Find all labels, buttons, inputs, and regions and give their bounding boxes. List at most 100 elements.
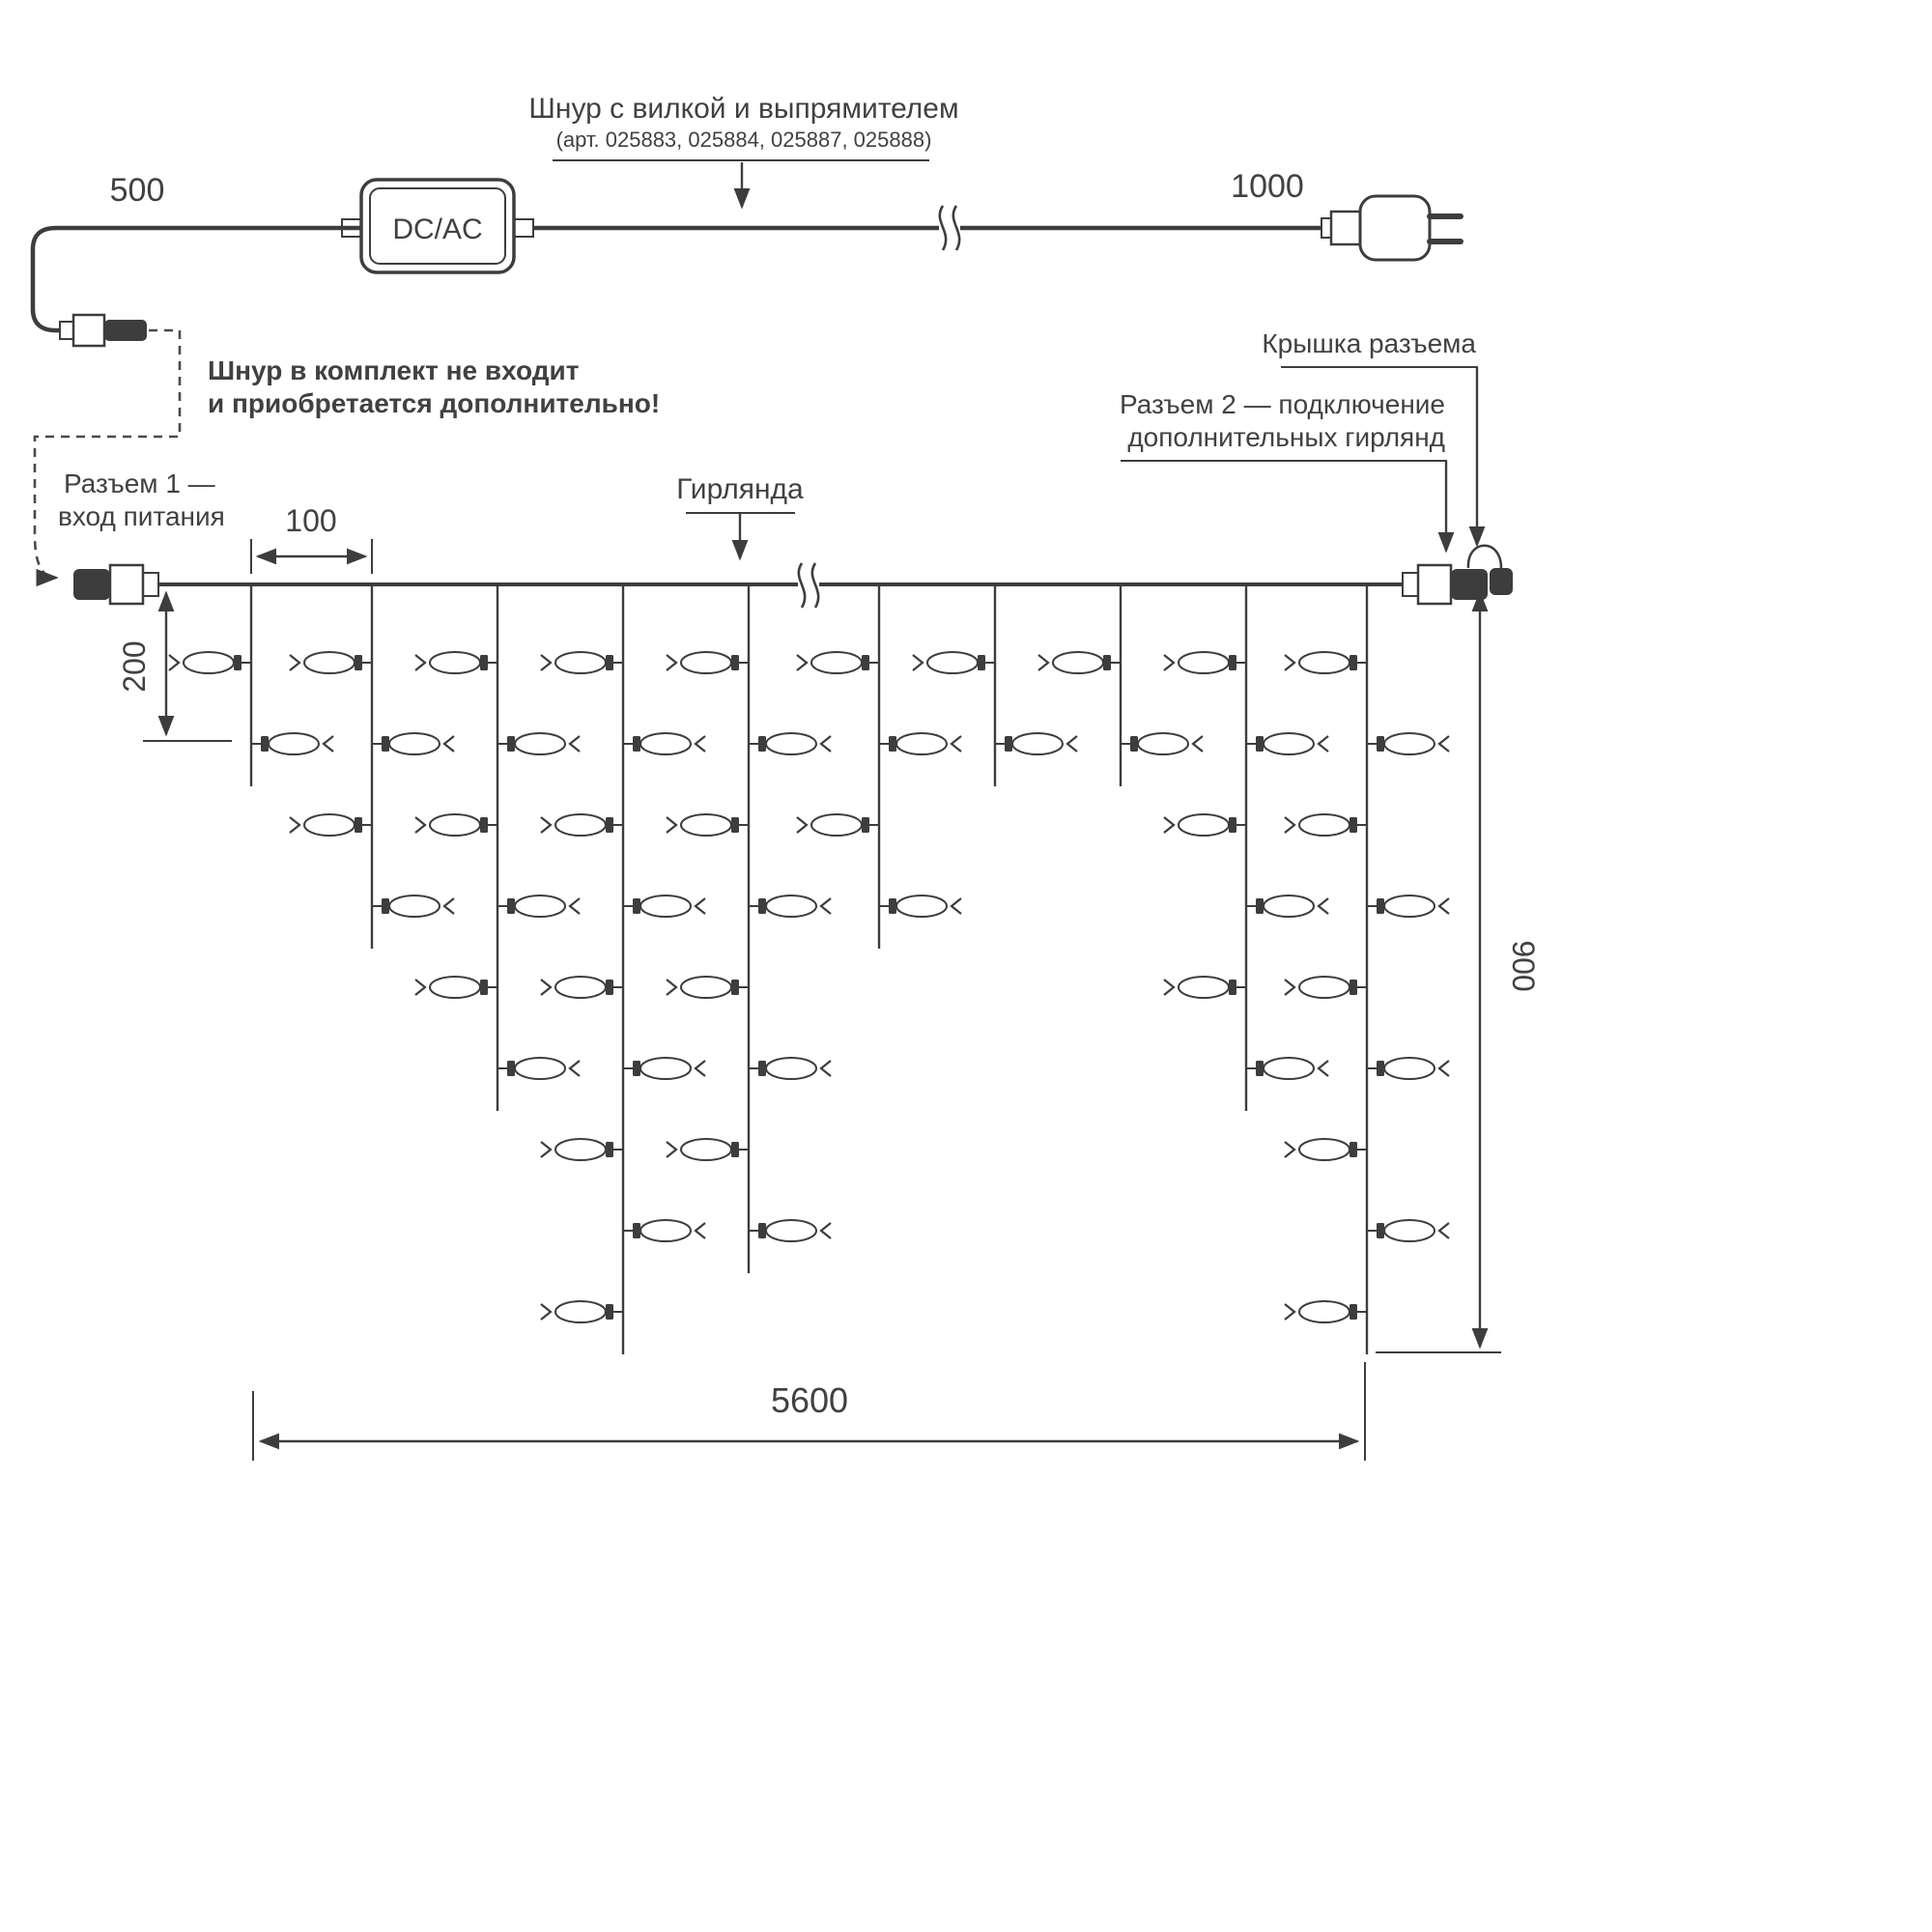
lamp-icon	[497, 895, 581, 918]
note-not-included: Шнур в комплект не входит и приобретаетс…	[208, 355, 660, 418]
cord-title-callout: Шнур с вилкой и выпрямителем (арт. 02588…	[528, 93, 959, 210]
garland-drop	[666, 584, 832, 1273]
garland-drop	[1284, 584, 1450, 1354]
dim-1000-label: 1000	[1231, 168, 1304, 205]
cap-label: Крышка разъема	[1262, 328, 1476, 358]
dim-500-label: 500	[110, 172, 165, 209]
lamp-icon	[623, 1057, 706, 1080]
garland-drop	[1037, 584, 1204, 786]
lamp-icon	[623, 895, 706, 918]
lamp-icon	[666, 976, 749, 999]
lamp-icon	[1163, 651, 1246, 674]
cord-output-connector-icon	[59, 313, 147, 348]
converter-inner	[369, 187, 506, 265]
connector1-label-line2: вход питания	[58, 501, 225, 531]
lamp-icon	[497, 1057, 581, 1080]
garland-assembly	[73, 544, 1513, 1354]
garland-label: Гирлянда	[676, 473, 804, 505]
lamp-icon	[749, 895, 832, 918]
callout-cap: Крышка разъема	[1262, 328, 1486, 548]
garland-drop	[289, 584, 455, 949]
lamp-icon	[1284, 813, 1367, 837]
dimension-100: 100	[250, 503, 373, 574]
lamp-icon	[749, 732, 832, 755]
note-line-2: и приобретается дополнительно!	[208, 388, 660, 418]
cord-articles: (арт. 025883, 025884, 025887, 025888)	[556, 128, 932, 152]
lamp-icon	[251, 732, 334, 755]
lamp-icon	[623, 732, 706, 755]
lamp-icon	[1163, 976, 1246, 999]
callout-garland: Гирлянда	[676, 473, 804, 561]
lamp-icon	[540, 1138, 623, 1161]
lamp-icon	[1246, 895, 1329, 918]
dimension-5600: 5600	[252, 1362, 1366, 1461]
lamp-icon	[749, 1219, 832, 1242]
lamp-icon	[1284, 1138, 1367, 1161]
cord-title: Шнур с вилкой и выпрямителем	[528, 93, 958, 125]
power-cord-left-segment	[30, 225, 361, 333]
garland-drop	[168, 584, 334, 786]
lamp-icon	[540, 813, 623, 837]
lamp-icon	[623, 1219, 706, 1242]
lamp-icon	[1163, 813, 1246, 837]
lamp-icon	[749, 1057, 832, 1080]
lamp-icon	[1284, 1300, 1367, 1323]
connector1-label-line1: Разъем 1 —	[64, 469, 215, 498]
break-mark-icon	[938, 205, 961, 251]
connector2-label-line1: Разъем 2 — подключение	[1120, 389, 1445, 419]
connector2-label-line2: дополнительных гирлянд	[1127, 422, 1445, 452]
garland-drop	[1163, 584, 1329, 1111]
lamp-icon	[879, 732, 962, 755]
lamp-icon	[1037, 651, 1121, 674]
garland-drop	[912, 584, 1078, 786]
lamp-icon	[540, 651, 623, 674]
lamp-icon	[414, 813, 497, 837]
lamp-icon	[796, 813, 879, 837]
connector-cap-icon	[1490, 568, 1513, 595]
lamp-icon	[1246, 1057, 1329, 1080]
lamp-icon	[666, 651, 749, 674]
dim-900-label: 900	[1506, 940, 1541, 991]
dc-ac-label: DC/AC	[392, 213, 482, 245]
garland-input-connector-icon	[73, 563, 159, 606]
lamp-icon	[414, 976, 497, 999]
dim-5600-label: 5600	[771, 1380, 848, 1420]
lamp-icon	[289, 813, 372, 837]
lamp-icon	[1367, 1219, 1450, 1242]
garland-drops	[168, 584, 1450, 1354]
dimension-900: 900	[1376, 590, 1541, 1353]
lamp-icon	[540, 976, 623, 999]
power-plug-icon	[1321, 194, 1463, 262]
lamp-icon	[666, 1138, 749, 1161]
lamp-icon	[912, 651, 995, 674]
break-mark-icon	[797, 562, 820, 609]
cap-wire-loop	[1466, 544, 1503, 569]
callout-connector1: Разъем 1 — вход питания	[58, 469, 225, 531]
lamp-icon	[289, 651, 372, 674]
garland-drop	[540, 584, 706, 1354]
lamp-icon	[414, 651, 497, 674]
garland-output-connector-icon	[1402, 544, 1513, 606]
lamp-icon	[995, 732, 1078, 755]
callout-connector2: Разъем 2 — подключение дополнительных ги…	[1120, 389, 1455, 554]
lamp-icon	[1367, 895, 1450, 918]
lamp-icon	[1246, 732, 1329, 755]
converter-outer	[359, 178, 516, 274]
lamp-icon	[540, 1300, 623, 1323]
lamp-icon	[1121, 732, 1204, 755]
lamp-icon	[1367, 732, 1450, 755]
lamp-icon	[497, 732, 581, 755]
lamp-icon	[1367, 1057, 1450, 1080]
note-line-1: Шнур в комплект не входит	[208, 355, 579, 385]
lamp-icon	[372, 732, 455, 755]
dimension-200: 200	[117, 590, 232, 742]
lamp-icon	[1284, 976, 1367, 999]
lamp-icon	[879, 895, 962, 918]
garland-drop	[796, 584, 962, 949]
dashed-connection-route	[33, 328, 182, 587]
lamp-icon	[372, 895, 455, 918]
power-cord-assembly: Шнур с вилкой и выпрямителем (арт. 02588…	[30, 93, 1463, 587]
lamp-icon	[1284, 651, 1367, 674]
